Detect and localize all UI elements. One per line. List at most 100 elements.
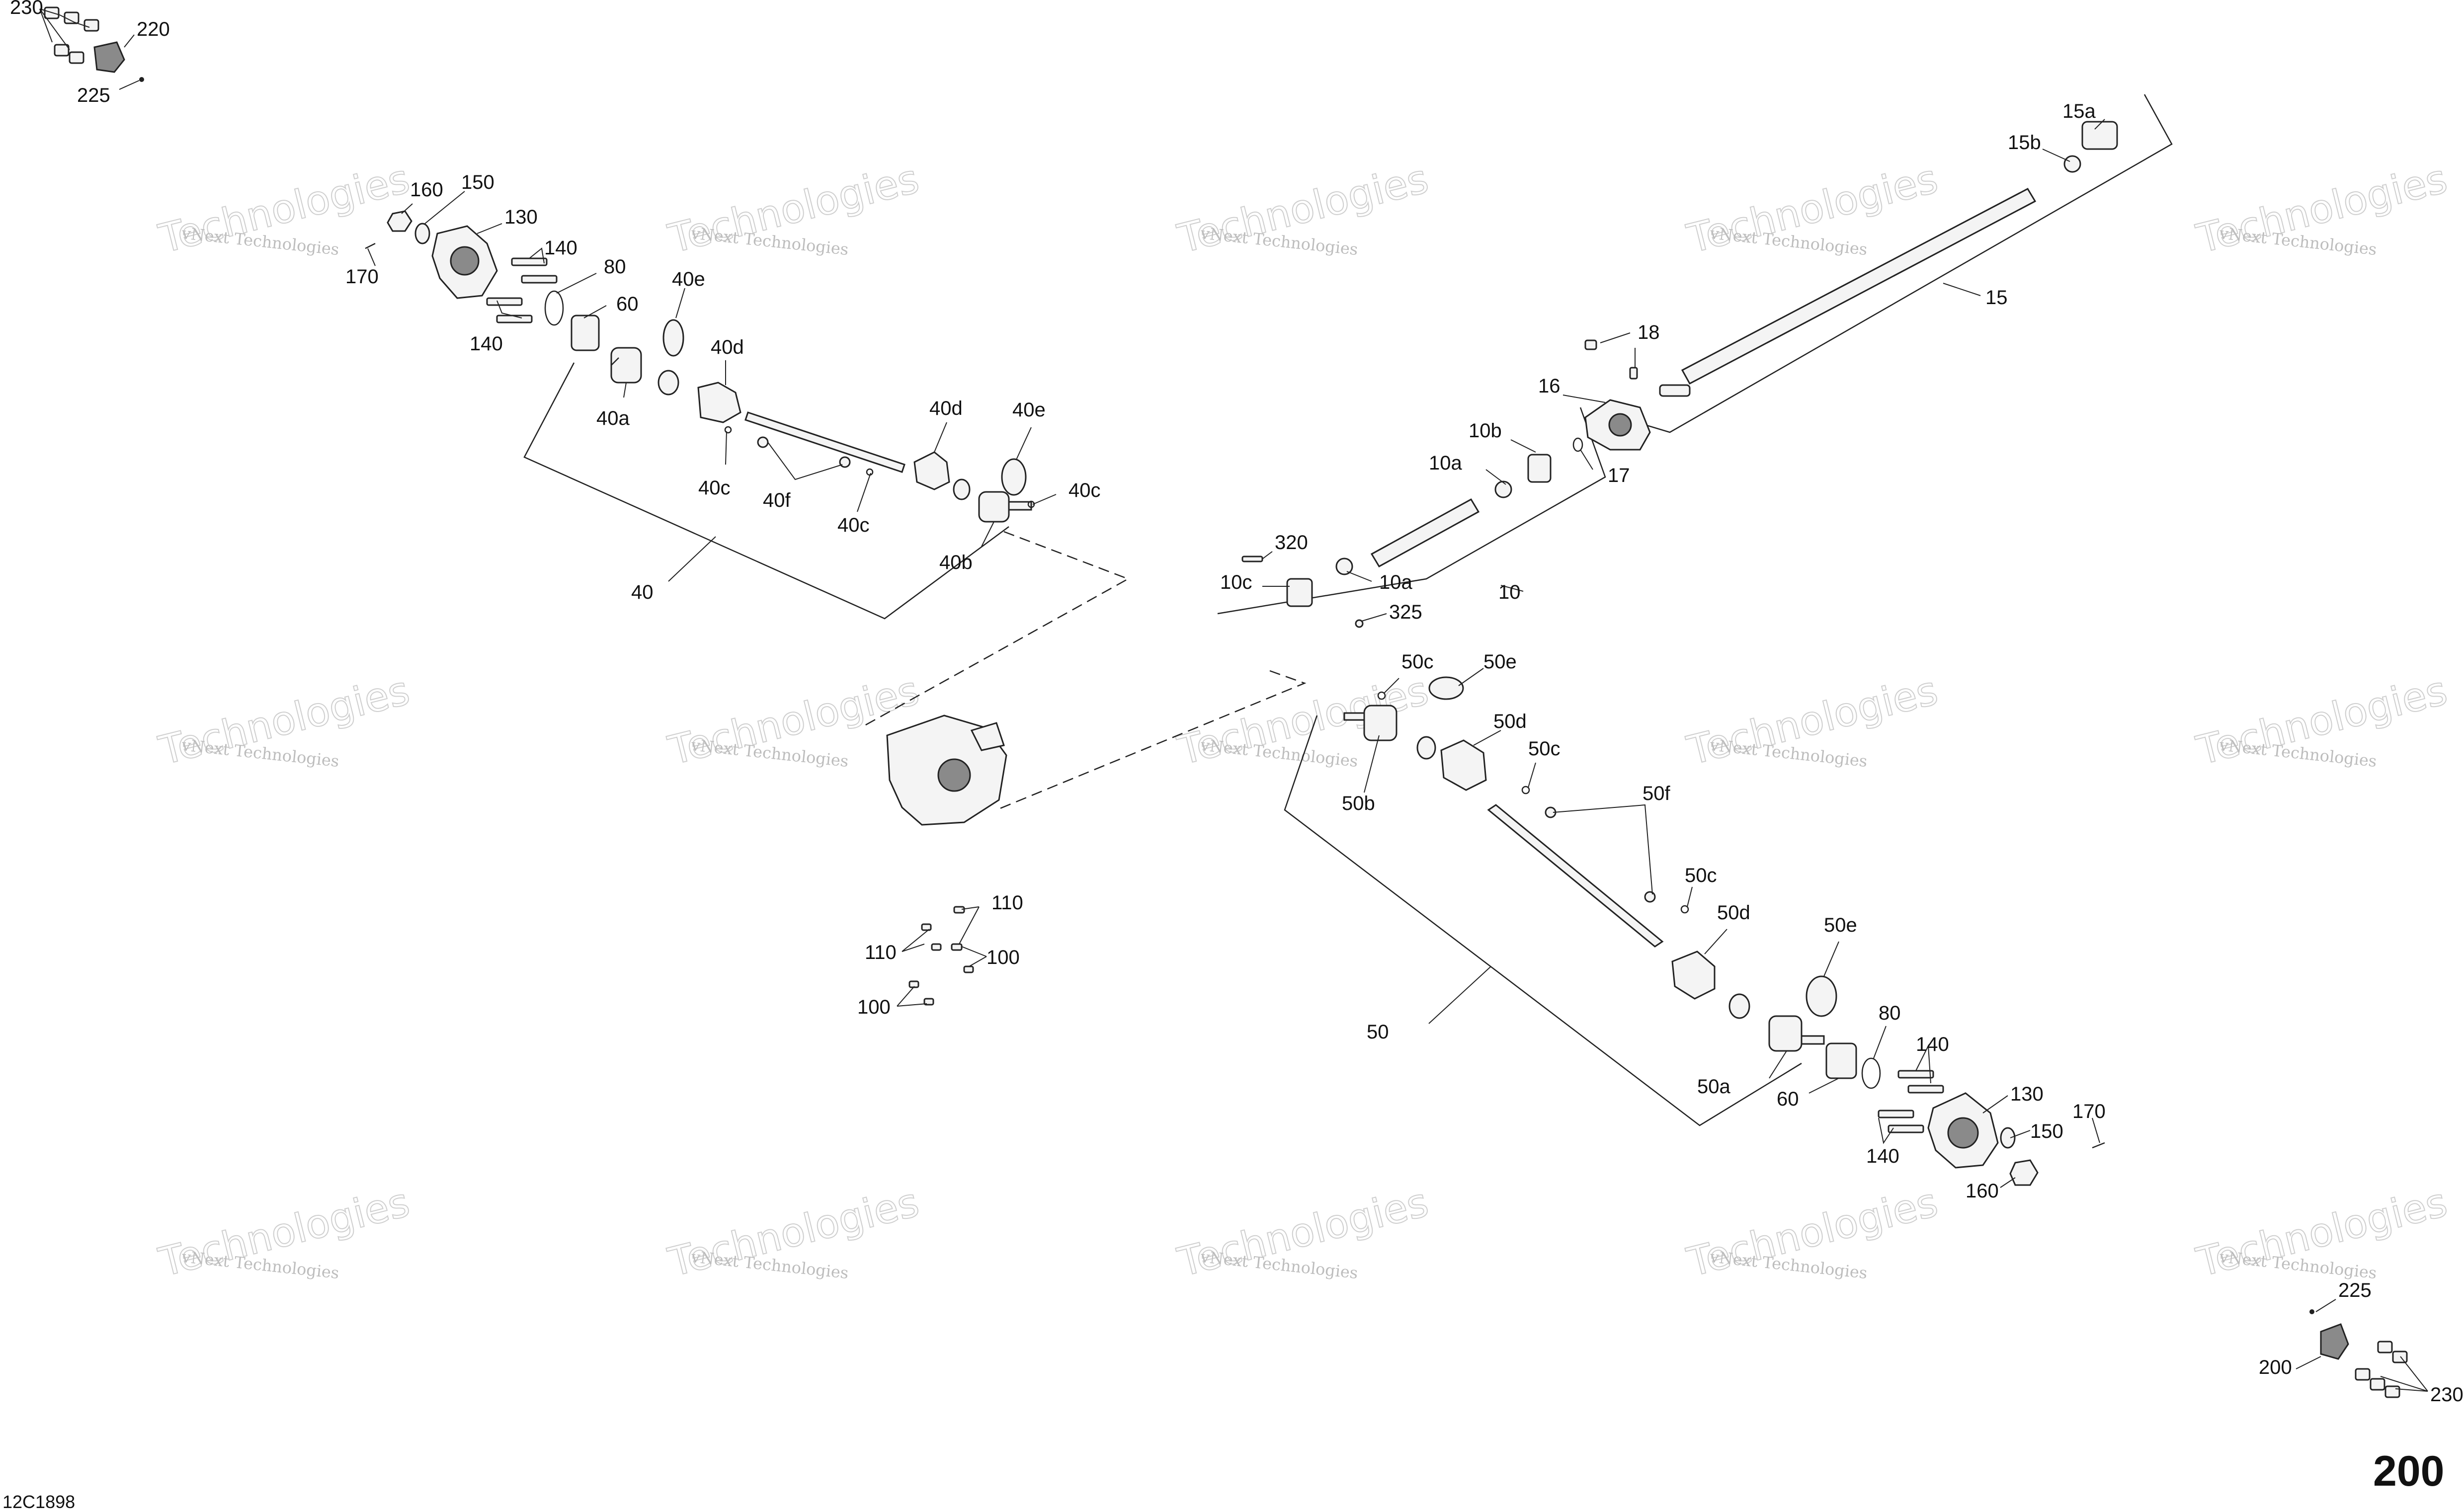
bolt-140 [486, 297, 523, 306]
screw-225 [2309, 1309, 2314, 1314]
callout-140: 140 [1866, 1145, 1899, 1167]
page-number: 200 [2373, 1447, 2445, 1495]
ujoint-10a [1335, 557, 1353, 575]
nut-160-right [2009, 1159, 2039, 1186]
oring-80-left [544, 290, 564, 326]
bolt-100 [931, 943, 942, 951]
oring-80-right [1861, 1057, 1881, 1089]
callout-130: 130 [2010, 1083, 2044, 1105]
bolt-100 [923, 998, 934, 1006]
bracket-50 [1284, 715, 1802, 1126]
nut-230 [83, 19, 99, 32]
callout-17: 17 [1608, 465, 1630, 486]
callout-50b: 50b [1342, 793, 1375, 814]
callout-40a: 40a [596, 407, 630, 429]
callout-80: 80 [604, 256, 626, 278]
nut-230 [2392, 1351, 2408, 1363]
callout-40e: 40e [1012, 399, 1046, 421]
callout-170: 170 [2072, 1101, 2106, 1122]
callout-140: 140 [470, 333, 503, 355]
callout-60: 60 [616, 293, 639, 315]
clip-40c [724, 426, 732, 434]
callout-10: 10 [1498, 581, 1521, 603]
callout-40f: 40f [763, 489, 791, 511]
clip-40c [1027, 500, 1035, 508]
nut-230 [2384, 1385, 2400, 1398]
callout-80: 80 [1879, 1002, 1901, 1024]
yoke-10b [1527, 454, 1552, 483]
nut-230 [69, 51, 84, 64]
callout-15a: 15a [2062, 100, 2096, 122]
nut-230 [2370, 1378, 2385, 1391]
callout-50e: 50e [1824, 914, 1857, 936]
callout-labels: 230 220 225 160 150 130 140 140 170 80 6… [10, 0, 2464, 1406]
callout-60: 60 [1777, 1088, 1799, 1110]
boot-50d-left [1440, 739, 1487, 791]
callout-325: 325 [1389, 601, 1422, 623]
screw-225 [139, 77, 144, 82]
cv-joint-50a [1768, 1015, 1825, 1052]
callout-100: 100 [857, 996, 891, 1018]
callout-130: 130 [504, 206, 538, 228]
callout-50c: 50c [1685, 865, 1717, 886]
hub-130-right [1927, 1092, 1999, 1169]
drive-shaft-15 [1659, 121, 2118, 397]
bolt-140 [511, 257, 548, 266]
right-shaft-assembly [1343, 676, 2105, 1186]
ujoint-10a [1494, 480, 1512, 498]
callout-10b: 10b [1469, 420, 1502, 442]
callout-50a: 50a [1697, 1076, 1730, 1098]
callout-140: 140 [544, 237, 577, 259]
drive-shaft-10 [1241, 454, 1552, 628]
callout-leaders [367, 119, 2105, 1188]
clamp-50e-right [1806, 975, 1837, 1017]
callout-40d: 40d [929, 398, 963, 419]
callout-110: 110 [991, 892, 1023, 914]
bolt-100 [921, 923, 932, 931]
callout-150: 150 [2030, 1120, 2063, 1142]
hub-130-left [431, 225, 498, 299]
bolt-18 [1629, 367, 1638, 380]
cage-40 [953, 478, 971, 500]
cage-50 [1416, 736, 1436, 760]
reference-code: 12C1898 [2, 1492, 75, 1512]
callout-150: 150 [461, 171, 494, 193]
yoke-10c [1286, 578, 1313, 607]
callout-230: 230 [2430, 1384, 2464, 1406]
bottom-right-hardware [2296, 1299, 2428, 1398]
cv-joint-40a [610, 347, 642, 384]
cage-40 [657, 370, 679, 396]
callout-160: 160 [410, 179, 443, 201]
clamp-40e-right [1001, 458, 1027, 496]
callout-50d: 50d [1493, 711, 1527, 732]
callout-10a: 10a [1379, 571, 1412, 593]
callout-40b: 40b [939, 552, 973, 573]
callout-10c: 10c [1220, 571, 1252, 593]
callout-15: 15 [1985, 287, 2008, 309]
callout-40e: 40e [672, 268, 705, 290]
bolt-110 [951, 943, 963, 951]
callout-50f: 50f [1643, 783, 1670, 804]
bracket-10 [1217, 407, 1606, 615]
callout-40c: 40c [698, 477, 731, 499]
hub-200 [2320, 1323, 2349, 1360]
callout-50e: 50e [1483, 651, 1517, 673]
bolt-140 [1878, 1110, 1914, 1118]
axle-shaft-40 [744, 411, 905, 473]
bolt-18 [1584, 339, 1597, 350]
callout-225: 225 [2338, 1279, 2372, 1301]
axle-shaft-50 [1487, 804, 1664, 948]
left-hub-assembly [365, 210, 1035, 523]
cv-joint-50b [1343, 705, 1397, 741]
callout-225: 225 [77, 84, 110, 106]
top-left-hardware [39, 6, 144, 90]
bearing-60-left [571, 315, 600, 351]
clip-50f [1644, 891, 1656, 903]
center-bearing-16 [1572, 339, 1651, 452]
bolt-100 [963, 965, 974, 973]
callout-100: 100 [986, 947, 1020, 968]
watermarks: Technologies Technologies Technologies T… [154, 155, 2452, 1286]
nut-230 [2377, 1341, 2393, 1353]
callout-18: 18 [1638, 321, 1660, 343]
